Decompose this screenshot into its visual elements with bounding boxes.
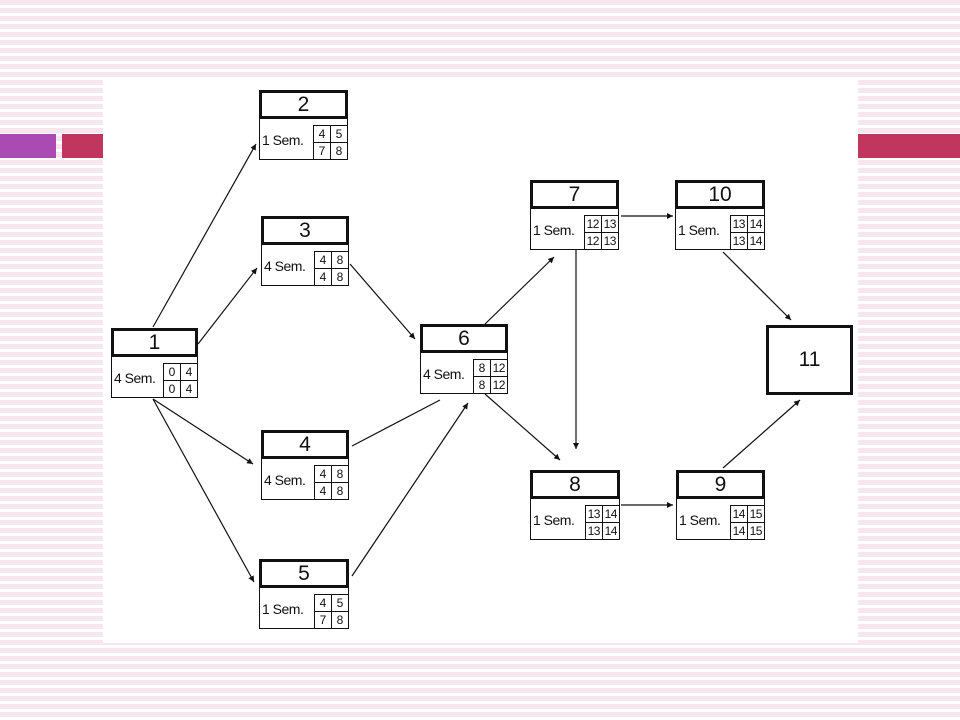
node-number: 8 — [531, 471, 619, 499]
earliest-start: 8 — [474, 360, 491, 377]
activity-node-2: 2 1 Sem. 4 5 7 8 — [259, 90, 348, 160]
latest-finish: 4 — [185, 381, 193, 396]
earliest-start: 14 — [731, 506, 748, 523]
node-number: 10 — [676, 181, 764, 209]
edge-1-5 — [152, 398, 255, 583]
node-number: 4 — [262, 431, 348, 459]
latest-start: 4 — [315, 268, 332, 285]
latest-finish: 14 — [604, 523, 618, 538]
edge-10-11 — [722, 251, 792, 321]
latest-finish: 14 — [749, 233, 763, 248]
latest-finish: 13 — [603, 233, 617, 248]
activity-node-5: 5 1 Sem. 4 5 7 8 — [259, 559, 349, 629]
earliest-start: 4 — [315, 252, 332, 269]
node-number: 2 — [260, 91, 347, 119]
latest-start: 7 — [315, 611, 332, 628]
latest-finish: 8 — [335, 143, 343, 158]
node-time-grid: 12 13 12 13 — [584, 215, 618, 249]
node-duration: 1 Sem. — [533, 222, 575, 238]
latest-finish: 15 — [749, 523, 763, 538]
node-number: 3 — [262, 217, 348, 245]
accent-bar-red-left — [62, 134, 106, 158]
earliest-finish: 12 — [490, 360, 507, 377]
node-duration: 1 Sem. — [533, 512, 575, 528]
node-duration: 1 Sem. — [262, 601, 304, 617]
node-time-grid: 13 14 13 14 — [585, 505, 619, 539]
latest-start: 8 — [474, 376, 491, 393]
node-number: 1 — [112, 329, 197, 357]
node-duration: 4 Sem. — [264, 472, 306, 488]
node-duration: 1 Sem. — [679, 512, 721, 528]
node-time-grid: 0 4 0 4 — [163, 363, 197, 397]
edge-9-11 — [722, 399, 801, 469]
latest-finish: 8 — [336, 612, 344, 627]
latest-finish: 8 — [336, 483, 344, 498]
activity-node-8: 8 1 Sem. 13 14 13 14 — [530, 470, 620, 540]
node-time-grid: 4 5 7 8 — [314, 594, 348, 628]
network-diagram-panel: 1 4 Sem. 0 4 0 4 2 1 Sem. 4 5 7 8 3 4 Se… — [103, 77, 858, 643]
node-number: 6 — [421, 325, 507, 353]
edge-1-3 — [197, 267, 258, 345]
accent-bar-purple — [0, 134, 56, 158]
node-time-grid: 13 14 13 14 — [730, 215, 764, 249]
latest-start: 0 — [164, 380, 181, 397]
edge-1-2 — [152, 143, 257, 328]
node-duration: 4 Sem. — [423, 366, 465, 382]
earliest-finish: 13 — [601, 216, 618, 233]
node-time-grid: 4 8 4 8 — [314, 251, 348, 285]
edge-4-6 — [351, 399, 441, 447]
earliest-finish: 4 — [180, 364, 197, 381]
earliest-start: 4 — [314, 126, 331, 143]
activity-node-11: 11 — [766, 325, 853, 395]
latest-start: 7 — [314, 142, 331, 159]
edge-3-6 — [349, 263, 416, 340]
edge-5-6 — [351, 402, 469, 577]
node-number: 5 — [260, 560, 348, 588]
edge-1-4 — [152, 398, 254, 465]
activity-node-9: 9 1 Sem. 14 15 14 15 — [676, 470, 765, 540]
earliest-start: 13 — [586, 506, 603, 523]
earliest-finish: 8 — [331, 466, 348, 483]
earliest-start: 12 — [585, 216, 602, 233]
earliest-finish: 14 — [747, 216, 764, 233]
node-duration: 1 Sem. — [678, 222, 720, 238]
activity-node-7: 7 1 Sem. 12 13 12 13 — [530, 180, 619, 250]
node-number: 9 — [677, 471, 764, 499]
earliest-finish: 15 — [747, 506, 764, 523]
node-duration: 1 Sem. — [262, 132, 304, 148]
node-number: 7 — [531, 181, 618, 209]
latest-finish: 8 — [336, 269, 344, 284]
activity-node-4: 4 4 Sem. 4 8 4 8 — [261, 430, 349, 500]
activity-node-6: 6 4 Sem. 8 12 8 12 — [420, 324, 508, 394]
earliest-start: 4 — [315, 466, 332, 483]
latest-start: 13 — [731, 232, 748, 249]
activity-node-10: 10 1 Sem. 13 14 13 14 — [675, 180, 765, 250]
earliest-finish: 5 — [331, 595, 348, 612]
network-diagram-edges — [152, 143, 801, 583]
node-time-grid: 8 12 8 12 — [473, 359, 507, 393]
node-time-grid: 4 5 7 8 — [313, 125, 347, 159]
edge-6-8 — [484, 393, 561, 461]
latest-start: 12 — [585, 232, 602, 249]
latest-start: 4 — [315, 482, 332, 499]
earliest-start: 0 — [164, 364, 181, 381]
accent-bar-red-right — [856, 134, 960, 158]
latest-finish: 12 — [492, 377, 506, 392]
earliest-start: 13 — [731, 216, 748, 233]
node-duration: 4 Sem. — [114, 370, 156, 386]
earliest-finish: 8 — [331, 252, 348, 269]
earliest-finish: 5 — [330, 126, 347, 143]
activity-node-3: 3 4 Sem. 4 8 4 8 — [261, 216, 349, 286]
activity-node-1: 1 4 Sem. 0 4 0 4 — [111, 328, 198, 398]
earliest-start: 4 — [315, 595, 332, 612]
node-time-grid: 14 15 14 15 — [730, 505, 764, 539]
earliest-finish: 14 — [602, 506, 619, 523]
latest-start: 14 — [731, 522, 748, 539]
node-time-grid: 4 8 4 8 — [314, 465, 348, 499]
latest-start: 13 — [586, 522, 603, 539]
node-duration: 4 Sem. — [264, 258, 306, 274]
edge-6-7 — [484, 256, 555, 325]
